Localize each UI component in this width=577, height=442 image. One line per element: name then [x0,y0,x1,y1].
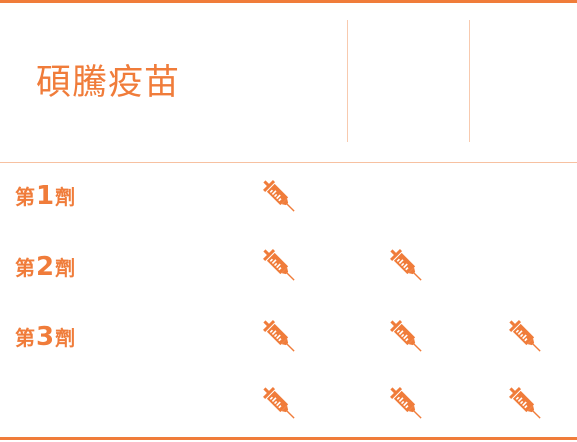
dose-suffix: 劑 [55,326,76,350]
page-title: 碩騰疫苗 [36,63,181,103]
dose-label-3: 第3劑 [15,322,75,355]
column-divider [347,20,348,142]
dose-label-1: 第1劑 [15,181,75,214]
top-border [0,0,577,3]
dose-prefix: 第 [15,326,35,350]
dose-prefix: 第 [15,256,35,280]
syringe-icon [505,383,547,425]
dose-suffix: 劑 [55,256,76,280]
dose-number: 3 [36,322,55,352]
syringe-icon [259,316,301,358]
syringe-icon [259,245,301,287]
column-divider [469,20,470,142]
syringe-icon [386,245,428,287]
syringe-icon [386,316,428,358]
dose-prefix: 第 [15,185,35,209]
syringe-icon [259,383,301,425]
dose-suffix: 劑 [55,185,76,209]
header-divider [0,162,577,163]
syringe-icon [386,383,428,425]
syringe-icon [259,176,301,218]
dose-label-2: 第2劑 [15,252,75,285]
dose-number: 1 [36,181,55,211]
dose-number: 2 [36,252,55,282]
syringe-icon [505,316,547,358]
bottom-border [0,437,577,440]
